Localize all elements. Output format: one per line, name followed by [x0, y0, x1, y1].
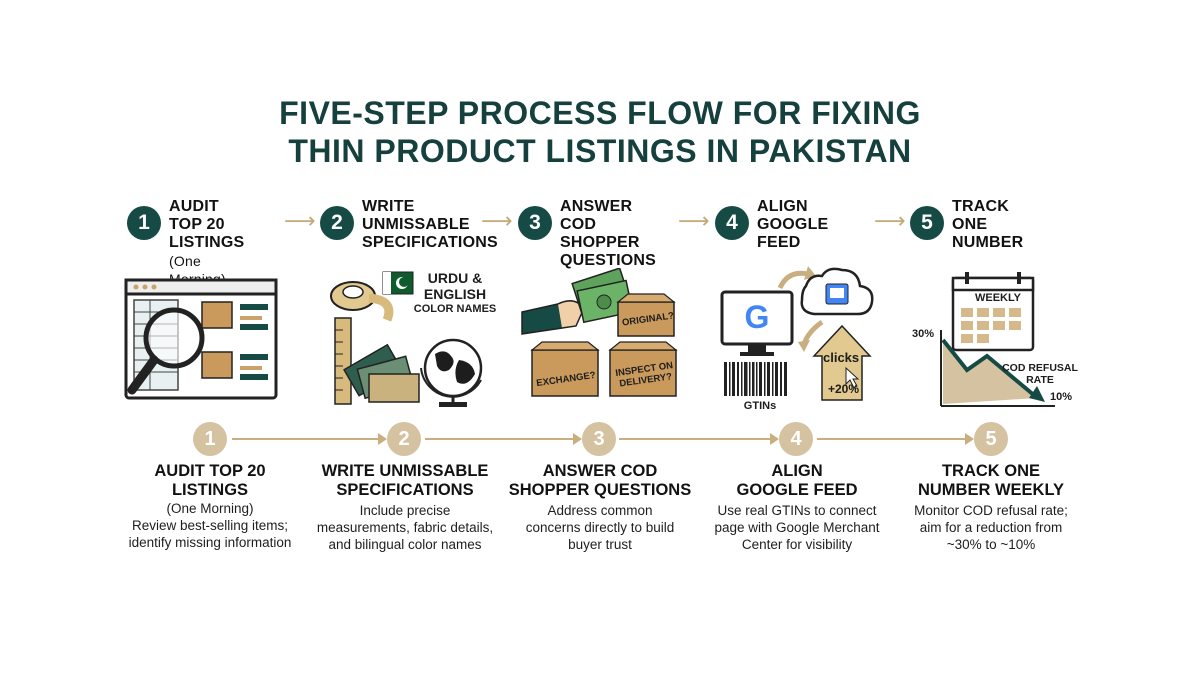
start-value-label: 30%: [912, 328, 935, 340]
timeline: 1 2 3 4 5: [0, 420, 1200, 460]
step-3-header-line: QUESTIONS: [560, 252, 657, 269]
arrow-right-icon: ⟶: [678, 208, 710, 233]
arrow-right-icon: ⟶: [481, 208, 513, 233]
arrow-right-icon: ⟶: [874, 208, 906, 233]
cursor-icon: [845, 366, 860, 389]
tracking-chart-icon: [940, 272, 1055, 407]
arrow-right-icon: [378, 433, 387, 445]
google-feed-icon: G: [720, 266, 874, 401]
weekly-label: WEEKLY: [974, 292, 1022, 304]
clicks-label: clicks: [823, 350, 860, 365]
step-2-header-line: SPECIFICATIONS: [362, 234, 498, 251]
timeline-node-4: 4: [779, 422, 813, 456]
pakistan-flag-icon: [382, 271, 414, 295]
step-3-header-line: ANSWER COD: [560, 198, 633, 233]
step-2-badge: 2: [320, 206, 354, 240]
google-logo-icon: G: [745, 299, 770, 335]
step-1-header-line: LISTINGS: [169, 234, 245, 251]
arrow-right-icon: [770, 433, 779, 445]
step-3-badge: 3: [518, 206, 552, 240]
timeline-node-1: 1: [193, 422, 227, 456]
cash-payment-icon: [521, 268, 678, 397]
title-line-1: FIVE-STEP PROCESS FLOW FOR FIXING: [279, 95, 921, 131]
step-5-header-line: NUMBER: [952, 234, 1024, 251]
fabric-swatch-icon: [343, 343, 420, 403]
step-4-badge: 4: [715, 206, 749, 240]
globe-icon: [420, 338, 483, 407]
arrow-right-icon: [965, 433, 974, 445]
gtins-label: GTINs: [743, 400, 777, 412]
step-2-header-line: WRITE: [362, 198, 415, 215]
metric-label: COD REFUSAL RATE: [1002, 362, 1078, 386]
step-5-header-line: TRACK ONE: [952, 198, 1009, 233]
step-4-header-line: ALIGN: [757, 198, 808, 215]
title-line-2: THIN PRODUCT LISTINGS IN PAKISTAN: [288, 133, 912, 169]
measuring-tape-icon: [330, 271, 483, 407]
step-3-header-line: SHOPPER: [560, 234, 640, 251]
arrow-right-icon: [573, 433, 582, 445]
timeline-node-5: 5: [974, 422, 1008, 456]
step-1-badge: 1: [127, 206, 161, 240]
step-5-badge: 5: [910, 206, 944, 240]
page-title: FIVE-STEP PROCESS FLOW FOR FIXING THIN P…: [0, 94, 1200, 170]
step-1-header-line: AUDIT TOP 20: [169, 198, 225, 233]
barcode-icon: [724, 362, 787, 396]
listings-audit-icon: [124, 278, 278, 400]
color-names-label: URDU & ENGLISH COLOR NAMES: [413, 270, 497, 315]
step-4-header-line: GOOGLE FEED: [757, 216, 829, 251]
end-value-label: 10%: [1050, 391, 1073, 403]
timeline-node-2: 2: [387, 422, 421, 456]
arrow-right-icon: ⟶: [284, 208, 316, 233]
step-2-header-line: UNMISSABLE: [362, 216, 470, 233]
increase-label: +20%: [828, 382, 860, 396]
timeline-node-3: 3: [582, 422, 616, 456]
